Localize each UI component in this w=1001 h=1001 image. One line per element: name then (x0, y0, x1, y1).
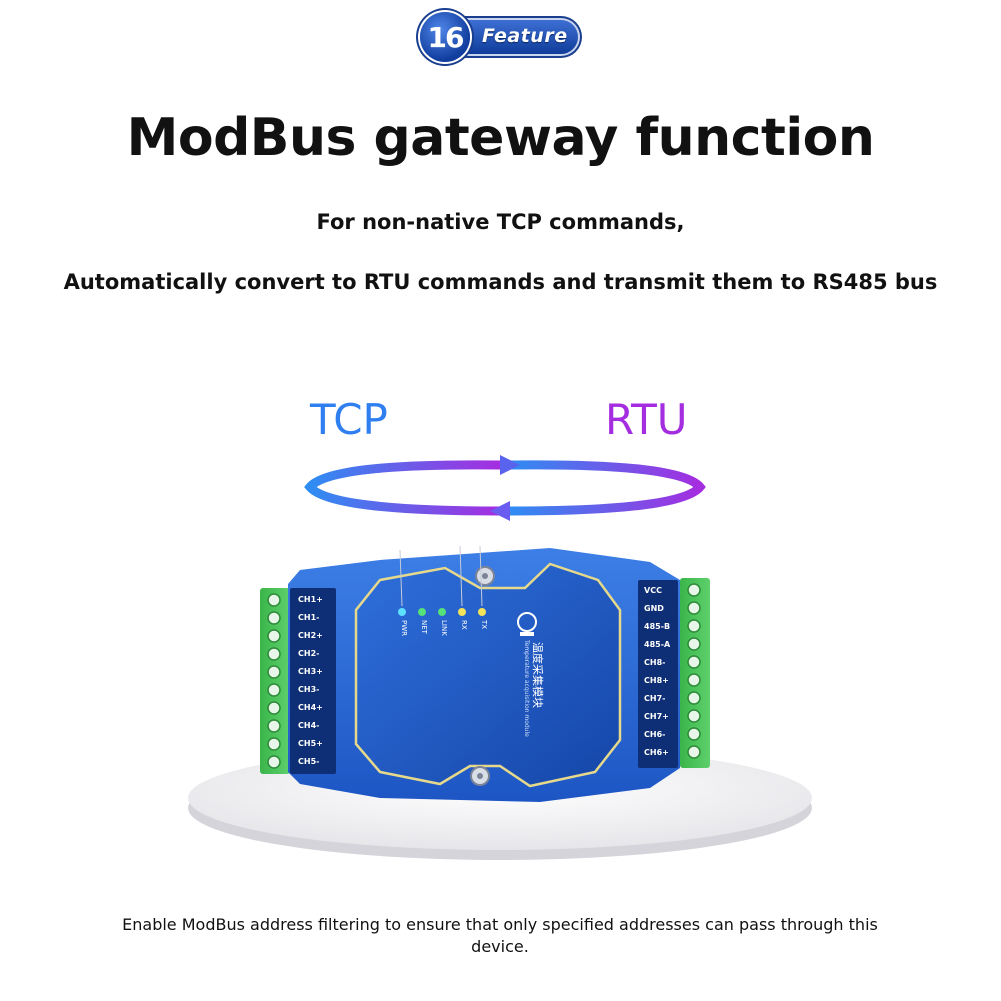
terminal-label: CH3- (298, 685, 320, 694)
rtu-label: RTU (605, 395, 688, 444)
terminal-label: 485-B (644, 622, 671, 631)
led-label-link: LINK (440, 620, 448, 636)
led-label-net: NET (420, 620, 428, 634)
terminal-label: VCC (644, 586, 662, 595)
led-label-rx: RX (460, 620, 468, 630)
tcp-label: TCP (310, 395, 388, 444)
badge-label: Feature (482, 25, 568, 47)
terminal-label: CH4- (298, 721, 320, 730)
terminal-label: CH5- (298, 757, 320, 766)
terminal-label: 485-A (644, 640, 671, 649)
terminal-label: CH4+ (298, 703, 323, 712)
badge-number-circle: 16 (420, 12, 470, 62)
page-title: ModBus gateway function (126, 108, 875, 168)
terminal-label: CH1+ (298, 595, 323, 604)
terminal-label: CH1- (298, 613, 320, 622)
terminal-label: CH2- (298, 649, 320, 658)
subtitle-line-2: Automatically convert to RTU commands an… (63, 270, 938, 294)
terminal-label: CH7- (644, 694, 666, 703)
terminal-label: CH6+ (644, 748, 669, 757)
feature-badge: Feature 16 (420, 12, 582, 62)
terminal-label: CH2+ (298, 631, 323, 640)
terminal-label: CH3+ (298, 667, 323, 676)
badge-number: 16 (427, 21, 465, 54)
terminal-label: CH6- (644, 730, 666, 739)
led-label-tx: TX (480, 620, 488, 630)
device-brand-subtitle: Temperature acquisition module (523, 640, 530, 737)
led-label-pwr: PWR (400, 620, 408, 637)
terminal-label: CH7+ (644, 712, 669, 721)
terminal-label: GND (644, 604, 664, 613)
terminal-label: CH8+ (644, 676, 669, 685)
device-brand-name: 温度采集模块 (531, 642, 544, 708)
subtitle-line-1: For non-native TCP commands, (316, 210, 685, 234)
terminal-label: CH8- (644, 658, 666, 667)
footer-description: Enable ModBus address filtering to ensur… (122, 915, 878, 956)
gateway-device-illustration (188, 545, 812, 860)
terminal-label: CH5+ (298, 739, 323, 748)
conversion-arrows-icon (304, 455, 706, 521)
